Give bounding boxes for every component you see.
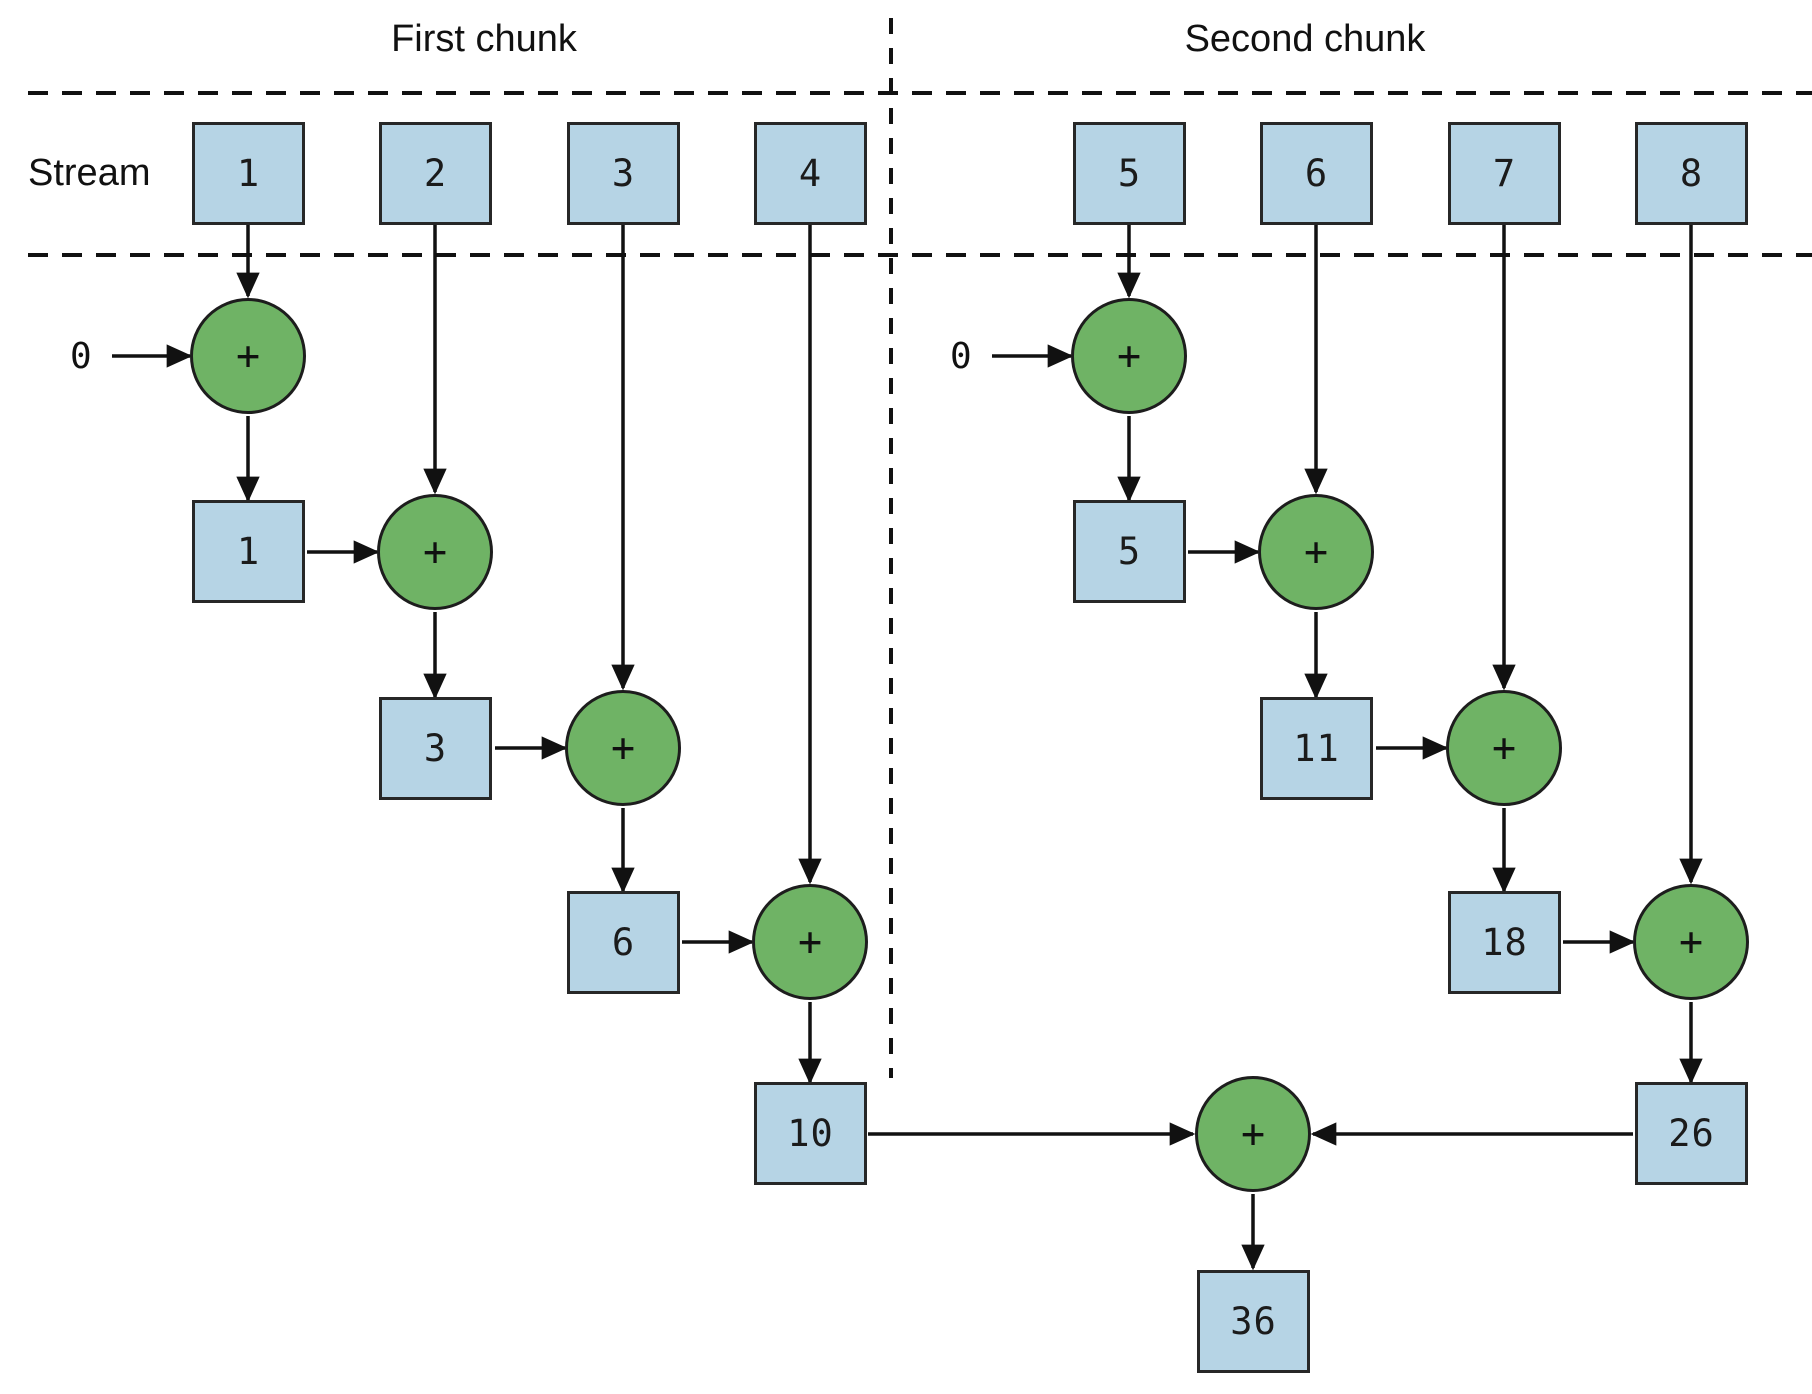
operator-plus-a3[interactable]: + xyxy=(565,690,681,806)
accumulator-box-b4[interactable]: 26 xyxy=(1635,1082,1748,1185)
chunk-title-first: First chunk xyxy=(391,18,577,60)
final-result-box[interactable]: 36 xyxy=(1197,1270,1310,1373)
accumulator-box-a4[interactable]: 10 xyxy=(754,1082,867,1185)
operator-plus-a1[interactable]: + xyxy=(190,298,306,414)
stream-box-8[interactable]: 8 xyxy=(1635,122,1748,225)
operator-plus-a4[interactable]: + xyxy=(752,884,868,1000)
chunk-title-second: Second chunk xyxy=(1184,18,1426,60)
stream-box-3[interactable]: 3 xyxy=(567,122,680,225)
stream-box-2[interactable]: 2 xyxy=(379,122,492,225)
seed-value-first-chunk: 0 xyxy=(70,336,92,377)
accumulator-box-b1[interactable]: 5 xyxy=(1073,500,1186,603)
stream-box-5[interactable]: 5 xyxy=(1073,122,1186,225)
accumulator-box-a2[interactable]: 3 xyxy=(379,697,492,800)
stream-box-6[interactable]: 6 xyxy=(1260,122,1373,225)
accumulator-box-a3[interactable]: 6 xyxy=(567,891,680,994)
stream-box-1[interactable]: 1 xyxy=(192,122,305,225)
stream-row-label: Stream xyxy=(28,152,151,194)
accumulator-box-b2[interactable]: 11 xyxy=(1260,697,1373,800)
operator-plus-b4[interactable]: + xyxy=(1633,884,1749,1000)
stream-box-4[interactable]: 4 xyxy=(754,122,867,225)
stream-box-7[interactable]: 7 xyxy=(1448,122,1561,225)
operator-plus-merge[interactable]: + xyxy=(1195,1076,1311,1192)
seed-value-second-chunk: 0 xyxy=(950,336,972,377)
accumulator-box-a1[interactable]: 1 xyxy=(192,500,305,603)
operator-plus-b2[interactable]: + xyxy=(1258,494,1374,610)
operator-plus-b1[interactable]: + xyxy=(1071,298,1187,414)
accumulator-box-b3[interactable]: 18 xyxy=(1448,891,1561,994)
operator-plus-b3[interactable]: + xyxy=(1446,690,1562,806)
operator-plus-a2[interactable]: + xyxy=(377,494,493,610)
